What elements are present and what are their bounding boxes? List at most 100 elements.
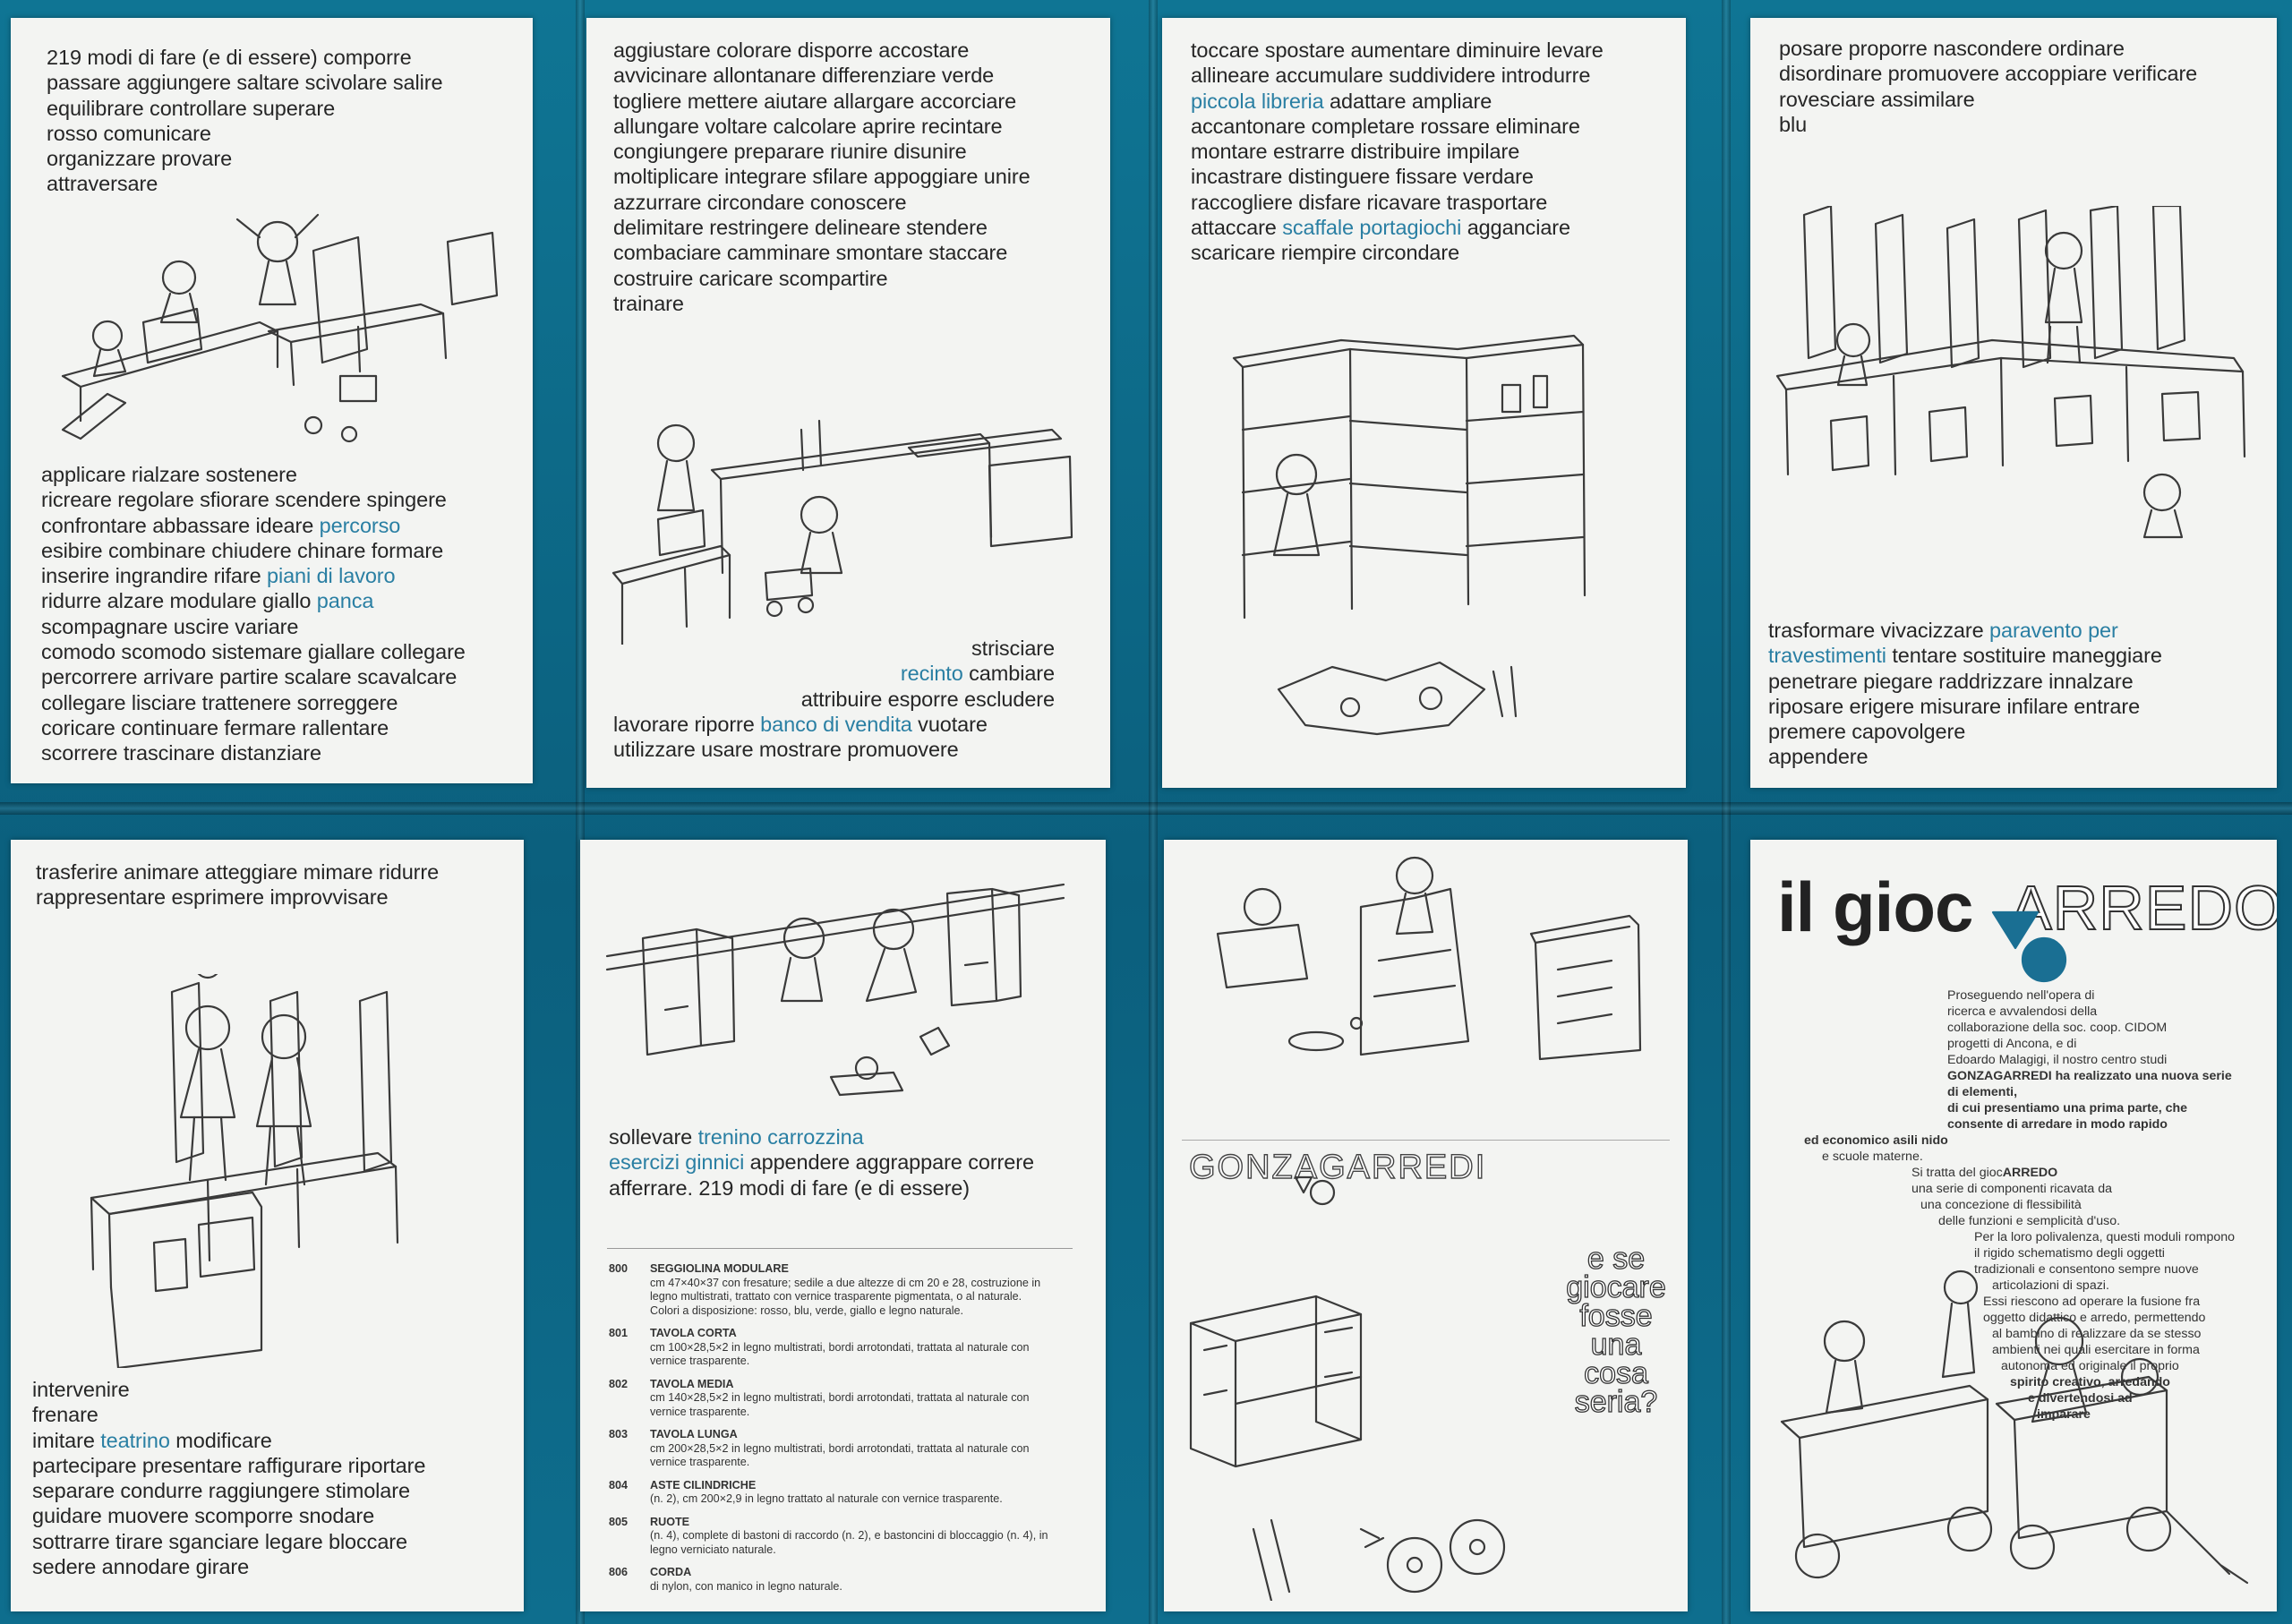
spec-code: 800 <box>609 1262 629 1275</box>
spec-title: TAVOLA MEDIA <box>650 1377 734 1390</box>
description-text: una serie di componenti ricavata da <box>1911 1182 2112 1196</box>
verb-line: afferrare. 219 modi di fare (e di essere… <box>609 1175 1034 1201</box>
question-line: e se <box>1586 1242 1646 1276</box>
verb-text: strisciare <box>971 637 1055 660</box>
verb-text: comodo scomodo sistemare giallare colleg… <box>41 640 466 664</box>
dressing-screen-illustration <box>1775 206 2246 539</box>
verb-line: rosso comunicare <box>47 121 211 145</box>
verb-line: delimitare restringere delineare stender… <box>613 216 988 240</box>
verb-line: 219 modi di fare (e di essere) comporre <box>47 46 412 69</box>
highlight-term: percorso <box>319 513 401 537</box>
highlight-term: travestimenti <box>1768 644 1886 668</box>
description-line: oggetto didattico e arredo, permettendo <box>1768 1310 2243 1326</box>
highlight-term: panca <box>316 589 374 613</box>
spec-title: CORDA <box>650 1566 692 1578</box>
train-wagon-illustration <box>1780 1269 2249 1585</box>
description-text: ricerca e avvalendosi della <box>1947 1004 2098 1019</box>
verb-line: attraversare <box>47 172 158 196</box>
description-text: Per la loro polivalenza, questi moduli r… <box>1974 1230 2236 1244</box>
verb-line: moltiplicare integrare sfilare appoggiar… <box>613 165 1031 189</box>
verb-text: utilizzare usare mostrare promuovere <box>613 738 959 762</box>
logo-arredo: ARREDO <box>2009 872 2277 944</box>
description-line: una serie di componenti ricavata da <box>1768 1181 2243 1197</box>
verb-line: azzurrare circondare conoscere <box>613 190 907 214</box>
verb-line: raccogliere disfare ricavare trasportare <box>1191 190 1604 215</box>
spec-code: 805 <box>609 1515 629 1528</box>
description-line: una concezione di flessibilità <box>1768 1197 2243 1213</box>
verb-line: percorrere arrivare partire scalare scav… <box>41 664 466 689</box>
question-line: fosse <box>1579 1299 1654 1333</box>
fold-line <box>1149 0 1158 1624</box>
description-text: oggetto didattico e arredo, permettendo <box>1983 1311 2206 1325</box>
description-text: Essi riescono ad operare la fusione fra <box>1983 1295 2201 1309</box>
verb-text: coricare continuare fermare rallentare <box>41 715 389 739</box>
description-text: delle funzioni e semplicità d'uso. <box>1938 1214 2121 1228</box>
verb-text: ricreare regolare sfiorare scendere spin… <box>41 488 447 512</box>
spec-code: 804 <box>609 1478 629 1492</box>
verb-line: utilizzare usare mostrare promuovere <box>613 737 988 762</box>
spec-line: cm 140×28,5×2 in legno multistrati, bord… <box>650 1391 1030 1404</box>
verb-text: applicare rialzare sostenere <box>41 463 297 486</box>
verb-line: penetrare piegare raddrizzare innalzare <box>1768 669 2162 694</box>
logo-shapes-icon <box>1991 910 2067 983</box>
verb-text: adattare ampliare <box>1323 89 1492 113</box>
children-bench-illustration <box>61 213 499 443</box>
description-text: una concezione di flessibilità <box>1920 1198 2082 1212</box>
verb-line: incastrare distinguere fissare verdare <box>1191 164 1604 189</box>
verb-line: allungare voltare calcolare aprire recin… <box>613 114 1003 138</box>
verb-text: collegare lisciare trattenere sorreggere <box>41 690 398 714</box>
verb-text: percorrere arrivare partire scalare scav… <box>41 665 458 689</box>
verb-text: cambiare <box>962 662 1055 686</box>
verb-line: organizzare provare <box>47 147 233 171</box>
spec-code: 801 <box>609 1327 629 1339</box>
verb-line: equilibrare controllare superare <box>47 96 336 120</box>
verb-line: togliere mettere aiutare allargare accor… <box>613 89 1017 113</box>
description-text: articolazioni di spazi. <box>1992 1278 2109 1293</box>
verb-line: sottrarre tirare sganciare legare blocca… <box>32 1529 425 1554</box>
spec-title: TAVOLA CORTA <box>650 1327 737 1339</box>
verb-line: passare aggiungere saltare scivolare sal… <box>47 71 443 95</box>
description-text: GONZAGARREDI ha realizzato una nuova ser… <box>1947 1069 2232 1099</box>
verb-text: appendere aggrappare correre <box>744 1150 1034 1175</box>
logo-mark-icon <box>1294 1175 1336 1206</box>
gym-bars-illustration <box>605 883 1065 1097</box>
verb-text: confrontare abbassare ideare <box>41 513 320 537</box>
verb-line: toccare spostare aumentare diminuire lev… <box>1191 38 1604 63</box>
description-text: Si tratta del gioc <box>1911 1166 2003 1180</box>
verb-text: accantonare completare rossare eliminare <box>1191 114 1580 138</box>
verb-text: tentare sostituire maneggiare <box>1886 644 2162 668</box>
verb-line: esercizi ginnici appendere aggrappare co… <box>609 1150 1034 1175</box>
fold-line <box>1722 0 1731 1624</box>
description-line: Per la loro polivalenza, questi moduli r… <box>1768 1229 2243 1245</box>
verb-line: ridurre alzare modulare giallo panca <box>41 588 466 613</box>
verb-line: posare proporre nascondere ordinare <box>1779 37 2125 60</box>
description-text: di cui presentiamo una prima parte, che … <box>1947 1101 2188 1132</box>
highlight-term: scaffale portagiochi <box>1282 216 1462 240</box>
verb-line: trainare <box>613 291 684 315</box>
verb-line: ricreare regolare sfiorare scendere spin… <box>41 487 466 512</box>
verb-text: allineare accumulare suddividere introdu… <box>1191 64 1591 88</box>
verb-line: congiungere preparare riunire disunire <box>613 140 967 164</box>
verb-line: partecipare presentare raffigurare ripor… <box>32 1453 425 1478</box>
verb-line: costruire caricare scompartire <box>613 266 888 290</box>
description-line: GONZAGARREDI ha realizzato una nuova ser… <box>1768 1068 2243 1100</box>
question-line: cosa <box>1583 1356 1648 1390</box>
spec-code: 806 <box>609 1566 629 1578</box>
spec-title: RUOTE <box>650 1515 690 1528</box>
verb-line: lavorare riporre banco di vendita vuotar… <box>613 712 988 737</box>
description-text: e scuole materne. <box>1822 1150 1923 1164</box>
logo-il-gioc: il gioc <box>1777 868 1973 946</box>
verb-text: sottrarre tirare sganciare legare blocca… <box>32 1529 407 1553</box>
spec-line: cm 100×28,5×2 in legno multistrati, bord… <box>650 1340 1030 1354</box>
verb-text: scaricare riempire circondare <box>1191 241 1460 265</box>
description-line: autonoma ed originale il proprio <box>1768 1358 2243 1374</box>
verb-text: separare condurre raggiungere stimolare <box>32 1479 410 1503</box>
fold-line <box>0 802 2292 815</box>
description-line: progetti di Ancona, e di <box>1768 1036 2243 1052</box>
description-text: al bambino di realizzare da se stesso <box>1992 1327 2202 1341</box>
